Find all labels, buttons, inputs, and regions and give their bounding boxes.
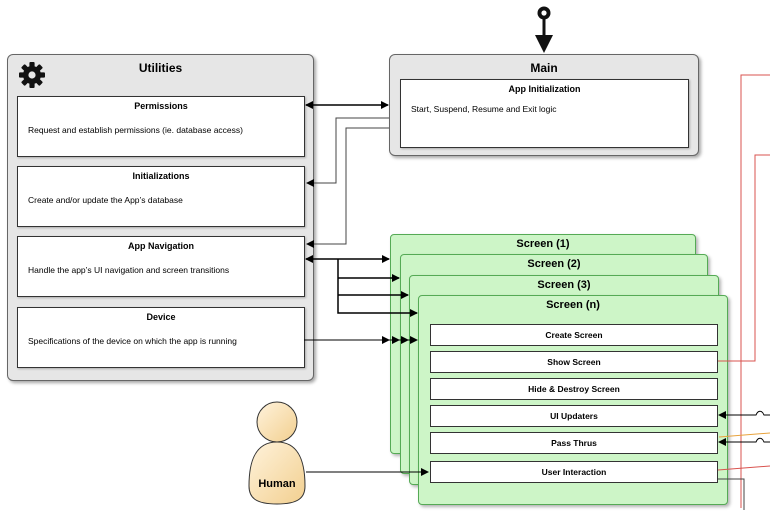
permissions-title: Permissions [134, 101, 188, 111]
main-title: Main [530, 61, 558, 75]
hide-destroy-screen-box[interactable]: Hide & Destroy Screen [430, 378, 718, 400]
device-box[interactable]: Device Specifications of the device on w… [17, 307, 305, 368]
screen-3-title: Screen (3) [537, 279, 591, 291]
screen-1-title: Screen (1) [516, 238, 570, 250]
app-navigation-desc: Handle the app’s UI navigation and scree… [28, 265, 230, 275]
utilities-title: Utilities [138, 61, 183, 75]
screen-2-title: Screen (2) [527, 258, 581, 270]
app-initialization-title: App Initialization [508, 84, 581, 94]
permissions-desc: Request and establish permissions (ie. d… [28, 125, 243, 135]
permissions-box[interactable]: Permissions Request and establish permis… [17, 96, 305, 157]
initializations-box[interactable]: Initializations Create and/or update the… [17, 166, 305, 227]
initializations-title: Initializations [132, 171, 190, 181]
screen-n-title: Screen (n) [546, 299, 600, 311]
device-desc: Specifications of the device on which th… [28, 336, 237, 346]
main-panel: Main App Initialization Start, Suspend, … [389, 54, 699, 156]
human-label: Human [258, 478, 296, 490]
create-screen-box[interactable]: Create Screen [430, 324, 718, 346]
show-screen-box[interactable]: Show Screen [430, 351, 718, 373]
entry-point-arrow-icon [532, 3, 556, 55]
gear-icon [18, 61, 46, 89]
ui-updaters-box[interactable]: UI Updaters [430, 405, 718, 427]
app-navigation-box[interactable]: App Navigation Handle the app’s UI navig… [17, 236, 305, 297]
device-title: Device [146, 312, 176, 322]
screen-n-card[interactable]: Screen (n) Create Screen Show Screen Hid… [418, 295, 728, 505]
initializations-desc: Create and/or update the App’s database [28, 195, 183, 205]
app-navigation-title: App Navigation [127, 241, 194, 251]
app-initialization-box[interactable]: App Initialization Start, Suspend, Resum… [400, 79, 689, 148]
user-interaction-box[interactable]: User Interaction [430, 461, 718, 483]
app-initialization-desc: Start, Suspend, Resume and Exit logic [411, 104, 557, 114]
human-actor-icon [246, 400, 308, 506]
utilities-panel: Utilities Permissions Request and establ… [7, 54, 314, 381]
pass-thrus-box[interactable]: Pass Thrus [430, 432, 718, 454]
